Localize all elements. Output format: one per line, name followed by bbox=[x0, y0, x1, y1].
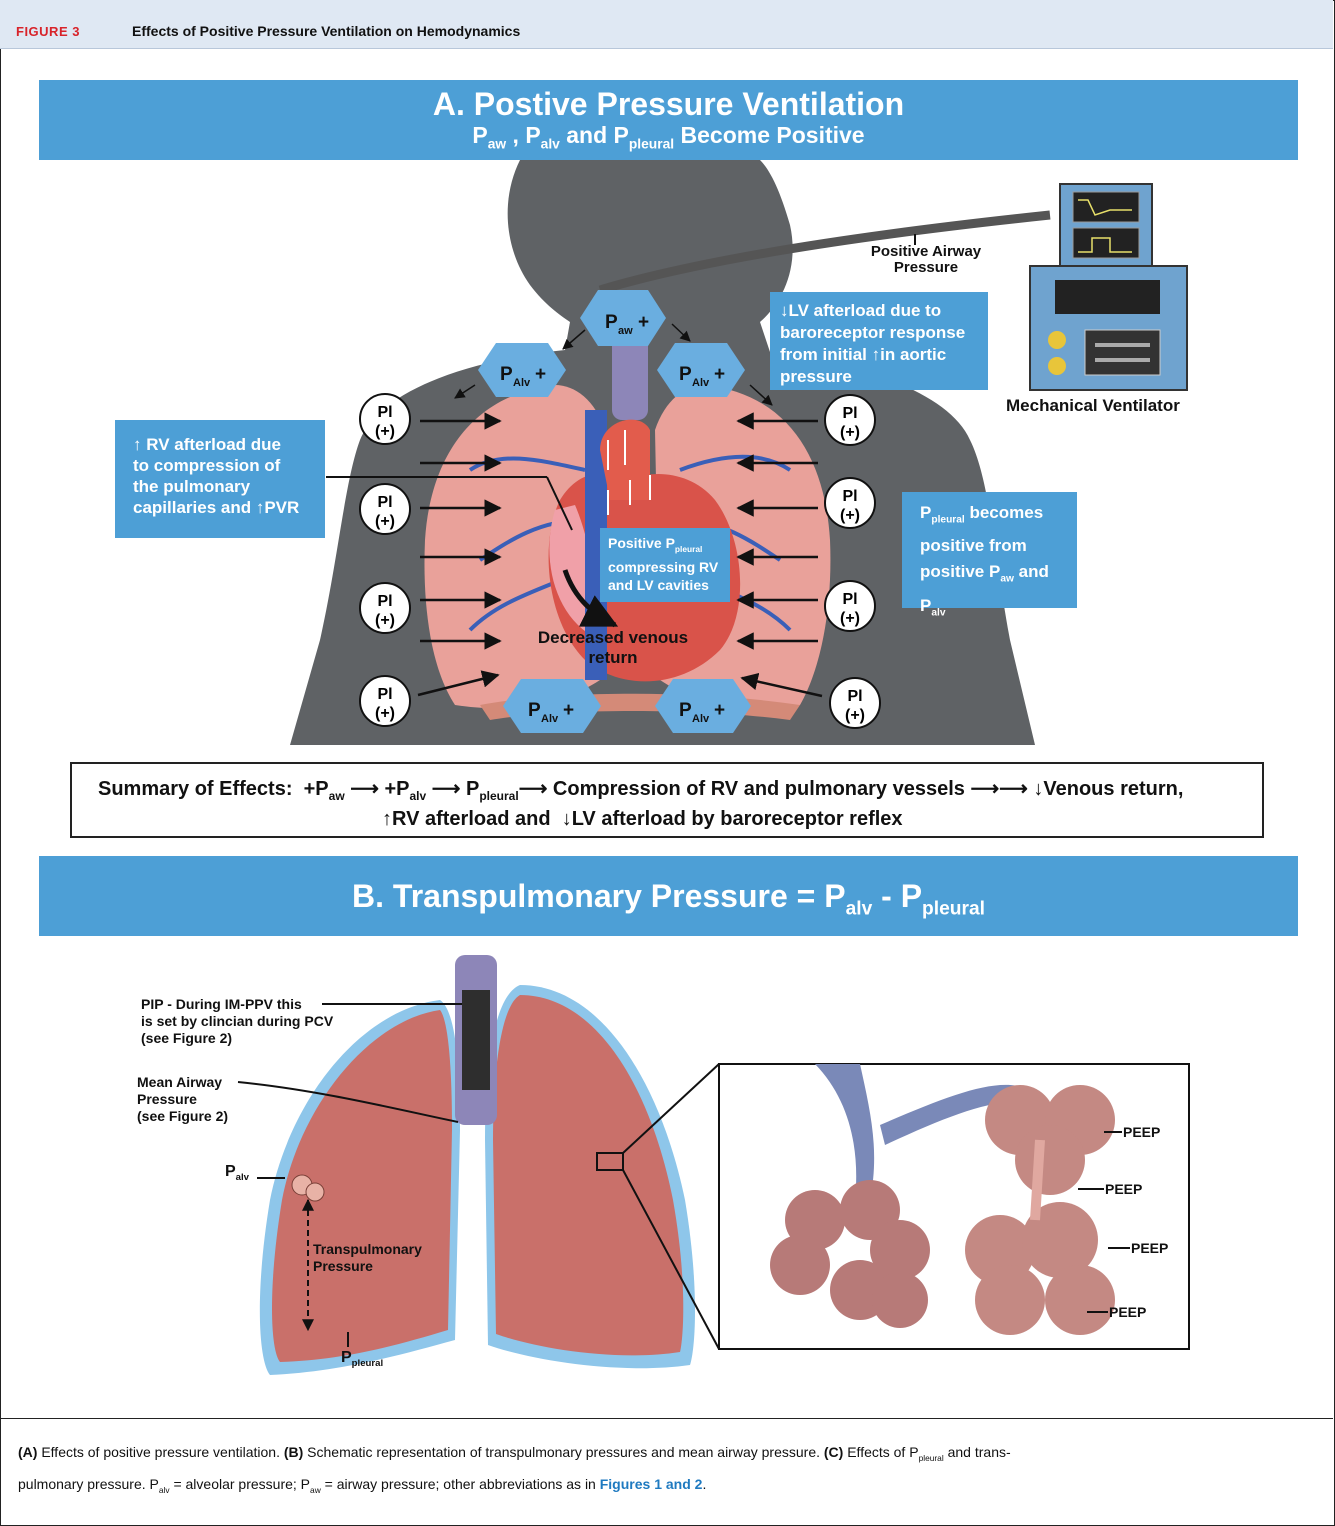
svg-text:+: + bbox=[714, 700, 725, 721]
figures-link[interactable]: Figures 1 and 2 bbox=[600, 1476, 703, 1492]
svg-text:+: + bbox=[535, 364, 546, 385]
paw-hexagon: P aw + bbox=[580, 290, 666, 346]
pl-left-3: Pl (+) bbox=[360, 583, 410, 633]
svg-text:+: + bbox=[563, 700, 574, 721]
palv-hexagon-bottom-right: P Alv + bbox=[655, 679, 751, 733]
svg-text:aw: aw bbox=[618, 325, 633, 337]
svg-text:(+): (+) bbox=[845, 707, 865, 724]
svg-text:Pl: Pl bbox=[842, 591, 857, 608]
peep-label-2: PEEP bbox=[1105, 1181, 1142, 1197]
svg-text:Alv: Alv bbox=[692, 713, 710, 725]
svg-text:(+): (+) bbox=[840, 610, 860, 627]
svg-text:P: P bbox=[679, 700, 692, 721]
caption-text: (A) Effects of positive pressure ventila… bbox=[18, 1439, 1318, 1503]
svg-text:(+): (+) bbox=[840, 507, 860, 524]
svg-text:Alv: Alv bbox=[692, 377, 710, 389]
svg-text:+: + bbox=[714, 364, 725, 385]
palv-label: Palv bbox=[225, 1163, 249, 1183]
palv-hexagon-bottom-left: P Alv + bbox=[503, 679, 601, 733]
svg-text:P: P bbox=[679, 364, 692, 385]
mechanical-ventilator bbox=[1030, 184, 1187, 390]
ppleural-label: Ppleural bbox=[341, 1349, 383, 1369]
panel-b-title: B. Transpulmonary Pressure = Palv - Pple… bbox=[39, 878, 1298, 920]
pl-right-1: Pl (+) bbox=[825, 395, 875, 445]
summary-line-1: Summary of Effects: +Paw ⟶ +Palv ⟶ Ppleu… bbox=[98, 776, 1183, 803]
svg-text:P: P bbox=[528, 700, 541, 721]
svg-text:Pl: Pl bbox=[842, 405, 857, 422]
summary-line-2: ↑RV afterload and ↓LV afterload by baror… bbox=[382, 808, 903, 831]
svg-text:P: P bbox=[500, 364, 513, 385]
svg-text:+: + bbox=[638, 312, 649, 333]
svg-text:Alv: Alv bbox=[513, 377, 531, 389]
peep-label-4: PEEP bbox=[1109, 1304, 1146, 1320]
svg-text:(+): (+) bbox=[375, 612, 395, 629]
svg-text:(+): (+) bbox=[375, 513, 395, 530]
pl-right-4: Pl (+) bbox=[830, 678, 880, 728]
pl-right-2: Pl (+) bbox=[825, 478, 875, 528]
pl-right-3: Pl (+) bbox=[825, 581, 875, 631]
svg-text:Pl: Pl bbox=[377, 404, 392, 421]
svg-text:(+): (+) bbox=[375, 705, 395, 722]
mechanical-ventilator-label: Mechanical Ventilator bbox=[1006, 396, 1180, 416]
peep-label-1: PEEP bbox=[1123, 1124, 1160, 1140]
svg-text:Pl: Pl bbox=[377, 593, 392, 610]
svg-text:P: P bbox=[605, 312, 618, 333]
pl-left-1: Pl (+) bbox=[360, 394, 410, 444]
svg-text:Pl: Pl bbox=[842, 488, 857, 505]
svg-text:Pl: Pl bbox=[377, 494, 392, 511]
svg-text:(+): (+) bbox=[375, 423, 395, 440]
pl-left-4: Pl (+) bbox=[360, 676, 410, 726]
figure-caption: (A) Effects of positive pressure ventila… bbox=[0, 1418, 1333, 1419]
palv-hexagon-top-left: P Alv + bbox=[478, 343, 566, 397]
pleural-positive-callout: Ppleural becomes positive from positive … bbox=[902, 492, 1077, 608]
svg-text:Alv: Alv bbox=[541, 713, 559, 725]
svg-text:Pl: Pl bbox=[847, 688, 862, 705]
peep-label-3: PEEP bbox=[1131, 1240, 1168, 1256]
svg-text:Pl: Pl bbox=[377, 686, 392, 703]
pl-left-2: Pl (+) bbox=[360, 484, 410, 534]
summary-box: Summary of Effects: +Paw ⟶ +Palv ⟶ Ppleu… bbox=[70, 762, 1264, 838]
svg-text:(+): (+) bbox=[840, 424, 860, 441]
palv-hexagon-top-right: P Alv + bbox=[657, 343, 745, 397]
compressing-cavities-callout: Positive Ppleural compressing RV and LV … bbox=[600, 528, 730, 602]
panel-b-banner: B. Transpulmonary Pressure = Palv - Pple… bbox=[39, 856, 1298, 936]
